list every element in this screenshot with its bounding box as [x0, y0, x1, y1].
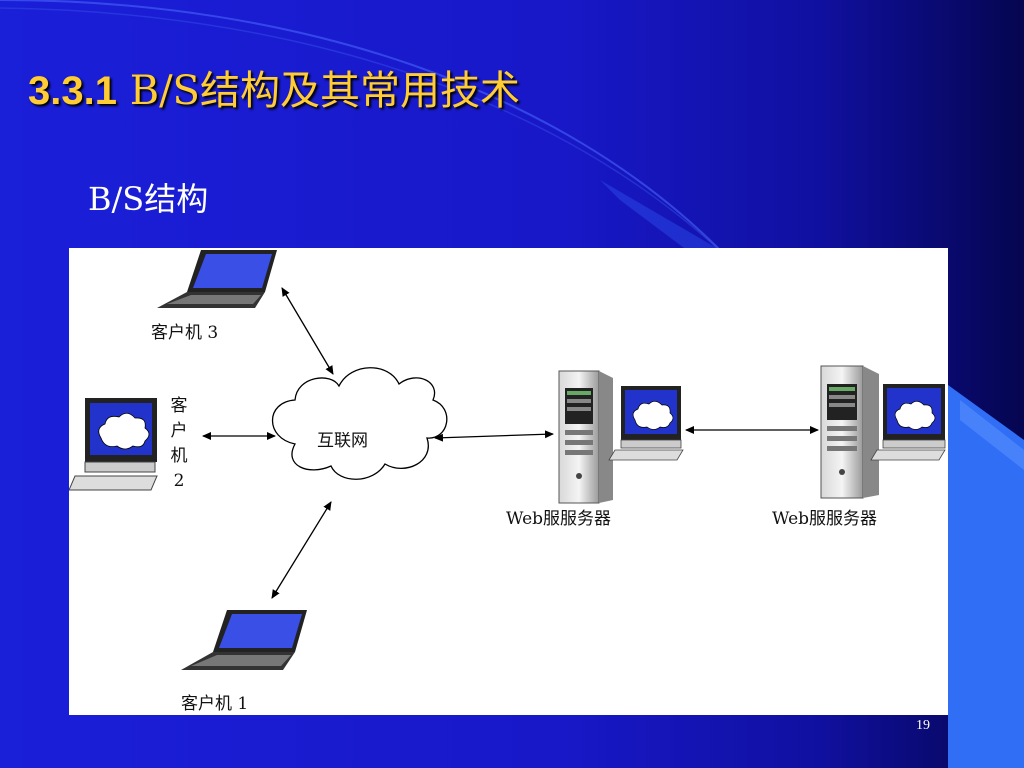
- internet-label: 互联网: [317, 431, 368, 451]
- right-blue-shape: [948, 385, 1024, 768]
- desktop-computer-icon: [69, 398, 158, 491]
- laptop-icon: [181, 610, 307, 670]
- title-text: B/S结构及其常用技术: [129, 68, 520, 114]
- client-2-label: 客 户 机 2: [169, 394, 189, 494]
- slide-subtitle: B/S结构: [88, 180, 209, 218]
- diagram-graphics: [69, 250, 946, 670]
- client-3-label: 客户机 3: [151, 323, 219, 343]
- client-2-char: 客: [170, 396, 188, 416]
- page-number: 19: [916, 718, 930, 733]
- laptop-icon: [157, 250, 277, 308]
- cloud-icon: [271, 367, 448, 480]
- client-1-label: 客户机 1: [181, 694, 249, 714]
- client-2-char: 机: [170, 446, 188, 466]
- slide-title: 3.3.1 B/S结构及其常用技术: [28, 58, 520, 116]
- title-number: 3.3.1: [28, 69, 117, 113]
- web-server-1-label: Web服服务器: [506, 509, 612, 529]
- client-2-char: 户: [170, 421, 188, 441]
- monitor-icon: [870, 384, 946, 461]
- web-server-2-label: Web服服务器: [772, 509, 878, 529]
- server-tower-icon: [820, 365, 879, 499]
- server-tower-icon: [558, 370, 613, 504]
- bs-architecture-diagram: 客户机 3 客 户 机 2 客户机 1 互联网 Web服服务器 Web服服务器: [69, 248, 948, 715]
- monitor-icon: [608, 386, 684, 461]
- client-2-char: 2: [173, 471, 185, 491]
- double-arrow-icon: [202, 287, 819, 599]
